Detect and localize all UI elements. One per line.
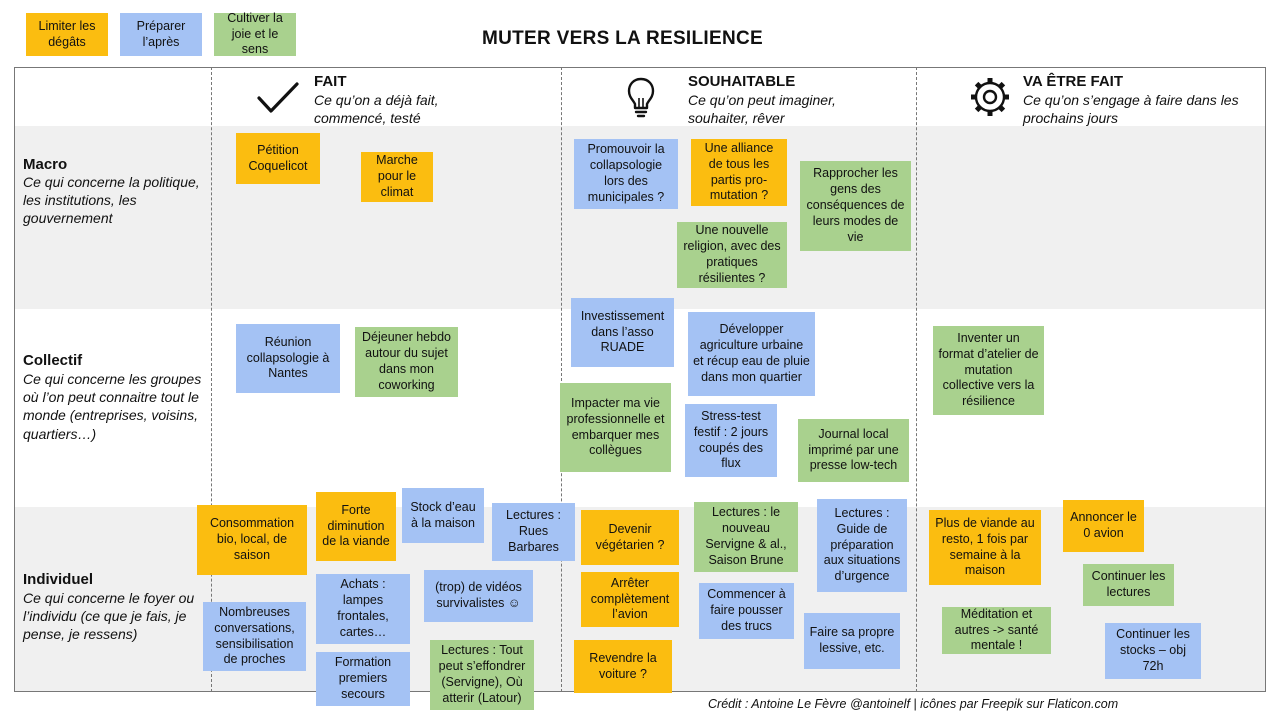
row-subtitle-macro: Ce qui concerne la politique, les instit… <box>23 174 200 227</box>
column-title-souhaitable: SOUHAITABLE <box>688 73 796 90</box>
row-title-macro: Macro <box>23 156 68 173</box>
gear-icon <box>971 78 1009 116</box>
sticky-note: Réunion collapsologie à Nantes <box>236 324 340 393</box>
sticky-note: Promouvoir la collapsologie lors des mun… <box>574 139 678 209</box>
legend-limiter-les-degats: Limiter les dégâts <box>26 13 108 56</box>
row-title-individuel: Individuel <box>23 571 94 588</box>
sticky-note: Devenir végétarien ? <box>581 510 679 565</box>
column-subtitle-fait: Ce qu’on a déjà fait, commencé, testé <box>314 92 439 127</box>
sticky-note: Formation premiers secours <box>316 652 410 706</box>
column-divider-2 <box>561 67 562 692</box>
sticky-note: Impacter ma vie professionnelle et embar… <box>560 383 671 472</box>
checkmark-icon <box>257 82 299 113</box>
sticky-note: Investissement dans l’asso RUADE <box>571 298 674 367</box>
column-subtitle-va-etre-fait: Ce qu’on s’engage à faire dans les proch… <box>1023 92 1239 127</box>
sticky-note: Faire sa propre lessive, etc. <box>804 613 900 669</box>
sticky-note: Plus de viande au resto, 1 fois par sema… <box>929 510 1041 585</box>
sticky-note: Arrêter complètement l’avion <box>581 572 679 627</box>
sticky-note: Marche pour le climat <box>361 152 433 202</box>
sticky-note: Pétition Coquelicot <box>236 133 320 184</box>
row-title-collectif: Collectif <box>23 352 83 369</box>
sticky-note: Lectures : Rues Barbares <box>492 503 575 561</box>
sticky-note: Lectures : Guide de préparation aux situ… <box>817 499 907 592</box>
page-title: MUTER VERS LA RESILIENCE <box>482 28 763 49</box>
column-divider-3 <box>916 67 917 692</box>
legend-preparer-l-apres: Préparer l’après <box>120 13 202 56</box>
sticky-note: Achats : lampes frontales, cartes… <box>316 574 410 644</box>
sticky-note: Journal local imprimé par une presse low… <box>798 419 909 482</box>
sticky-note: Forte diminution de la viande <box>316 492 396 561</box>
sticky-note: Nombreuses conversations, sensibilisatio… <box>203 602 306 671</box>
sticky-note: Lectures : le nouveau Servigne & al., Sa… <box>694 502 798 572</box>
sticky-note: Commencer à faire pousser des trucs <box>699 583 794 639</box>
sticky-note: Continuer les lectures <box>1083 564 1174 606</box>
sticky-note: Une nouvelle religion, avec des pratique… <box>677 222 787 288</box>
sticky-note: (trop) de vidéos survivalistes ☺ <box>424 570 533 622</box>
sticky-note: Rapprocher les gens des conséquences de … <box>800 161 911 251</box>
sticky-note: Annoncer le 0 avion <box>1063 500 1144 552</box>
sticky-note: Développer agriculture urbaine et récup … <box>688 312 815 396</box>
sticky-note: Stock d’eau à la maison <box>402 488 484 543</box>
row-subtitle-collectif: Ce qui concerne les groupes où l’on peut… <box>23 371 202 442</box>
column-divider-1 <box>211 67 212 692</box>
row-subtitle-individuel: Ce qui concerne le foyer ou l’individu (… <box>23 590 195 643</box>
lightbulb-icon <box>627 77 655 118</box>
sticky-note: Déjeuner hebdo autour du sujet dans mon … <box>355 327 458 397</box>
sticky-note: Lectures : Tout peut s’effondrer (Servig… <box>430 640 534 710</box>
legend-cultiver-la-joie: Cultiver la joie et le sens <box>214 11 296 56</box>
sticky-note: Revendre la voiture ? <box>574 640 672 693</box>
column-title-va-etre-fait: VA ÊTRE FAIT <box>1023 73 1124 90</box>
sticky-note: Stress-test festif : 2 jours coupés des … <box>685 404 777 477</box>
sticky-note: Continuer les stocks – obj 72h <box>1105 623 1201 679</box>
sticky-note: Une alliance de tous les partis pro-muta… <box>691 139 787 206</box>
column-subtitle-souhaitable: Ce qu’on peut imaginer, souhaiter, rêver <box>688 92 836 127</box>
column-title-fait: FAIT <box>314 73 347 90</box>
sticky-note: Inventer un format d’atelier de mutation… <box>933 326 1044 415</box>
sticky-note: Consommation bio, local, de saison <box>197 505 307 575</box>
credit-line: Crédit : Antoine Le Fèvre @antoinelf | i… <box>708 697 1119 711</box>
sticky-note: Méditation et autres -> santé mentale ! <box>942 607 1051 654</box>
